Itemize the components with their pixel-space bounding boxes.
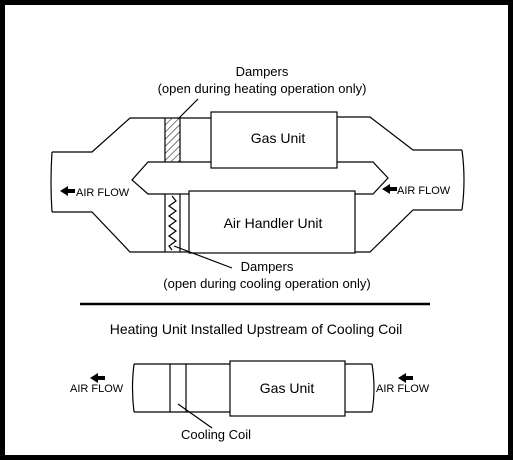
- gas-unit-label: Gas Unit: [251, 130, 306, 146]
- bottom-airflow-right-label: AIR FLOW: [376, 383, 430, 395]
- damper-top-note: (open during heating operation only): [158, 81, 367, 96]
- airflow-right-bottom: AIR FLOW: [376, 373, 430, 395]
- damper-bottom-label: Dampers: [241, 259, 294, 274]
- bottom-duct-system: Gas Unit: [131, 360, 375, 429]
- left-arrow-icon: [90, 373, 105, 383]
- right-duct-upper: [337, 116, 462, 151]
- bottom-airflow-left-label: AIR FLOW: [70, 383, 124, 395]
- left-arrow-icon: [60, 186, 75, 196]
- left-arrow-icon: [382, 184, 397, 194]
- damper-bottom-leader: [173, 245, 233, 269]
- bottom-right-duct-end: [371, 363, 375, 413]
- airflow-right-label: AIR FLOW: [397, 185, 451, 197]
- damper-heating: [164, 117, 181, 163]
- airflow-right-top: AIR FLOW: [382, 184, 451, 197]
- damper-top-leader: [177, 98, 199, 120]
- left-duct-upper: [52, 117, 165, 153]
- damper-bottom-note: (open during cooling operation only): [163, 276, 370, 291]
- left-duct-splitter: [131, 161, 165, 195]
- damper-top-label: Dampers: [236, 64, 289, 79]
- bottom-left-duct-end: [131, 363, 135, 413]
- bottom-gas-unit-box: [229, 360, 346, 417]
- right-duct-splitter: [337, 161, 389, 195]
- right-duct-lower: [355, 209, 462, 253]
- cooling-coil-label: Cooling Coil: [181, 427, 251, 442]
- left-duct-end: [50, 151, 53, 213]
- airflow-left-bottom: AIR FLOW: [70, 373, 124, 395]
- damper-cooling-blades: [167, 195, 178, 251]
- gas-unit-box: [210, 111, 338, 169]
- cooling-coil-leader: [177, 403, 213, 429]
- bottom-gas-unit-label: Gas Unit: [260, 380, 315, 396]
- air-handler-box: [188, 190, 356, 254]
- left-duct-lower: [52, 211, 165, 253]
- left-arrow-icon: [398, 373, 413, 383]
- top-duct-system: Gas Unit Air Handler Unit: [50, 98, 465, 269]
- right-duct-end: [461, 149, 465, 211]
- airflow-left-top: AIR FLOW: [60, 186, 130, 199]
- section-title: Heating Unit Installed Upstream of Cooli…: [110, 321, 403, 337]
- airflow-left-label: AIR FLOW: [76, 187, 130, 199]
- air-handler-label: Air Handler Unit: [224, 215, 323, 231]
